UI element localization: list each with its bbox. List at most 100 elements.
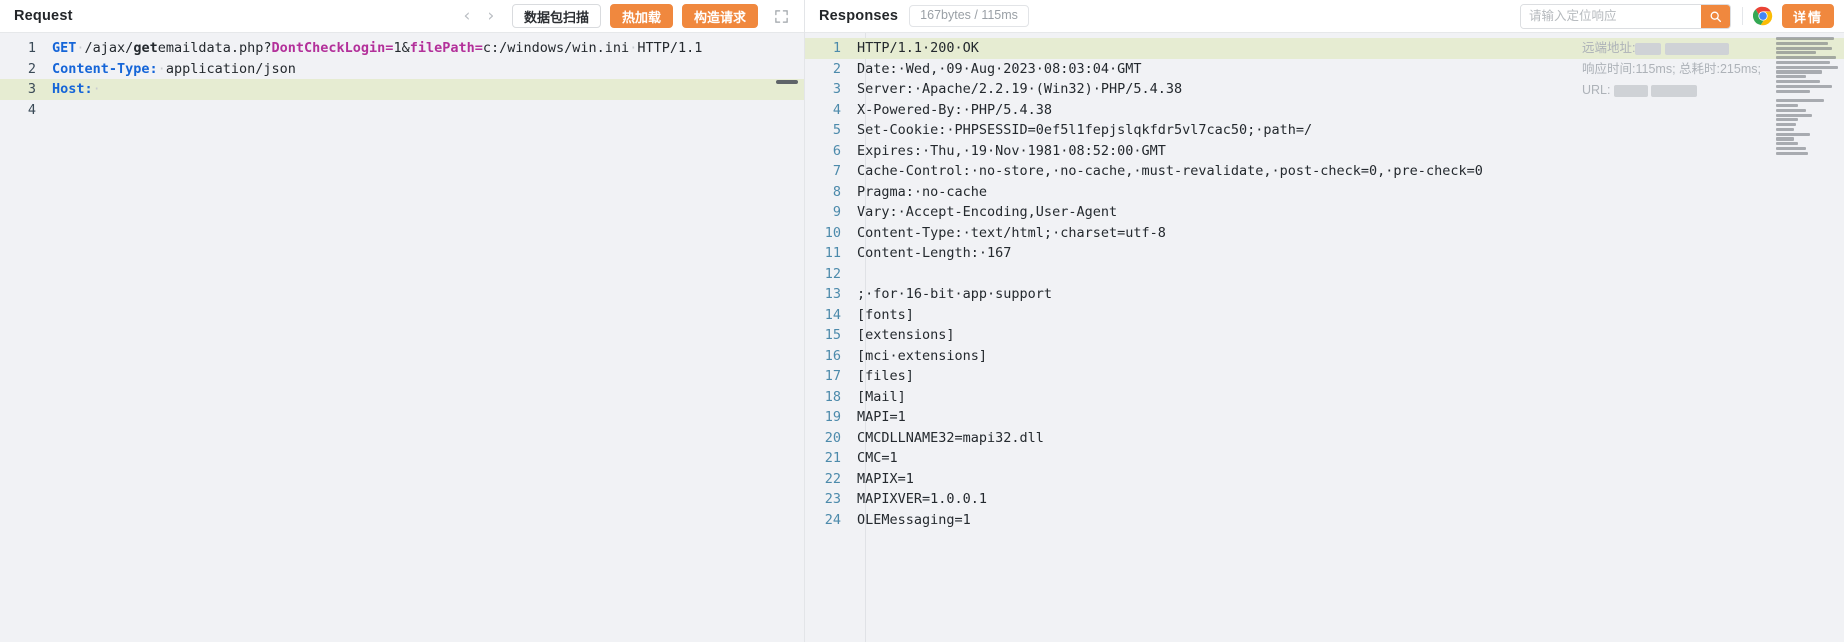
response-size-time-badge: 167bytes / 115ms <box>909 5 1029 27</box>
hot-reload-button[interactable]: 热加载 <box>609 4 673 28</box>
line-number: 20 <box>824 429 841 446</box>
build-request-button[interactable]: 构造请求 <box>681 4 758 28</box>
line-number: 8 <box>832 183 841 200</box>
detail-button[interactable]: 详情 <box>1781 4 1834 28</box>
response-line: 12 <box>805 264 1844 285</box>
request-panel: Request ‹ › 数据包扫描 热加载 构造请求 1 GET · /ajax/ge… <box>0 0 805 642</box>
line-number: 9 <box>832 204 841 220</box>
response-line: 3 Server:·Apache/2.2.19·(Win32)·PHP/5.4.3… <box>805 79 1844 100</box>
line-number: 4 <box>832 101 841 118</box>
line-number: 22 <box>824 470 841 487</box>
line-number: 7 <box>832 163 841 179</box>
response-line: 13 ;·for·16-bit·app·support <box>805 284 1844 305</box>
response-line: 9 Vary:·Accept-Encoding,User-Agent <box>805 202 1844 223</box>
response-line: 15[extensions] <box>805 325 1844 346</box>
request-panel-title: Request <box>14 8 73 24</box>
line-text: X-Powered-By:·PHP/5.4.38 <box>857 101 1053 118</box>
line-number: 15 <box>824 327 841 343</box>
line-number: 3 <box>27 81 36 97</box>
code-token: GET <box>52 40 77 56</box>
next-request-button[interactable]: › <box>487 5 495 26</box>
code-token: · <box>92 81 101 97</box>
chrome-icon[interactable] <box>1752 6 1773 26</box>
line-number: 12 <box>824 265 841 282</box>
response-search[interactable] <box>1519 3 1731 29</box>
response-line: 14 [fonts] <box>805 305 1844 326</box>
line-text: ;·for·16-bit·app·support <box>857 286 1053 302</box>
packet-scan-button[interactable]: 数据包扫描 <box>511 4 601 28</box>
line-number: 5 <box>832 122 841 138</box>
line-number: 13 <box>824 286 841 302</box>
response-panel-title: Responses <box>819 8 899 24</box>
line-number: 11 <box>824 245 841 261</box>
line-text: Pragma:·no-cache <box>857 183 988 200</box>
line-text: [files] <box>857 368 914 384</box>
line-text: Expires:·Thu,·19·Nov·1981·08:52:00·GMT <box>857 142 1166 159</box>
prev-request-button[interactable]: ‹ <box>463 5 471 26</box>
line-number: 21 <box>824 450 841 466</box>
line-number: 6 <box>832 142 841 159</box>
line-number: 14 <box>824 306 841 323</box>
response-line: 16[mci·extensions] <box>805 346 1844 367</box>
request-line: 3 Host:· <box>0 79 804 100</box>
line-text: [Mail] <box>857 388 906 405</box>
line-text: Set-Cookie:·PHPSESSID=0ef5l1fepjslqkfdr5… <box>857 122 1313 138</box>
line-text: Content-Type:·application/json <box>52 59 804 80</box>
line-text: [fonts] <box>857 306 914 323</box>
line-text: CMCDLLNAME32=mapi32.dll <box>857 429 1044 446</box>
line-number: 3 <box>832 81 841 97</box>
expand-icon[interactable] <box>768 4 794 28</box>
line-text: Content-Type:·text/html;·charset=utf-8 <box>857 224 1166 241</box>
line-number: 1 <box>27 40 36 56</box>
response-toolbar: Responses 167bytes / 115ms <box>805 0 1844 33</box>
code-token: get <box>133 40 158 56</box>
gutter-divider <box>865 33 866 642</box>
response-line: 1 HTTP/1.1·200·OK <box>805 38 1844 59</box>
line-number: 2 <box>27 60 36 77</box>
code-token: filePath <box>409 40 475 56</box>
code-token: · <box>629 40 638 56</box>
line-text: Vary:·Accept-Encoding,User-Agent <box>857 204 1118 220</box>
response-line: 4 X-Powered-By:·PHP/5.4.38 <box>805 100 1844 121</box>
line-text: Host:· <box>52 79 804 100</box>
line-number: 19 <box>824 409 841 425</box>
line-text: Date:·Wed,·09·Aug·2023·08:03:04·GMT <box>857 60 1142 77</box>
search-input[interactable] <box>1520 4 1701 28</box>
response-line: 22 MAPIX=1 <box>805 469 1844 490</box>
response-line: 10 Content-Type:·text/html;·charset=utf-8 <box>805 223 1844 244</box>
line-text: GET·/ajax/getemaildata.php?DontCheckLogi… <box>52 38 804 59</box>
code-token: 1& <box>393 40 410 56</box>
request-toolbar: Request ‹ › 数据包扫描 热加载 构造请求 <box>0 0 804 33</box>
response-line: 6 Expires:·Thu,·19·Nov·1981·08:52:00·GMT <box>805 141 1844 162</box>
code-token: HTTP/1.1 <box>637 40 703 56</box>
code-token: c:/windows/win.ini <box>482 40 630 56</box>
line-number: 24 <box>824 511 841 528</box>
line-number: 23 <box>824 491 841 507</box>
line-number: 17 <box>824 368 841 384</box>
line-number: 18 <box>824 388 841 405</box>
line-text: Server:·Apache/2.2.19·(Win32)·PHP/5.4.38 <box>857 81 1183 97</box>
line-text: [mci·extensions] <box>857 347 988 364</box>
code-token: Host: <box>52 81 93 97</box>
search-icon[interactable] <box>1700 4 1730 28</box>
code-token: /ajax/ <box>84 40 134 56</box>
request-horizontal-scrollbar[interactable] <box>776 80 798 84</box>
code-token: DontCheckLogin <box>271 40 386 56</box>
response-line: 17 [files] <box>805 366 1844 387</box>
line-number: 4 <box>27 101 36 118</box>
line-text: HTTP/1.1·200·OK <box>857 40 979 56</box>
line-number: 1 <box>832 40 841 56</box>
line-number: 10 <box>824 224 841 241</box>
line-text: MAPIX=1 <box>857 470 914 487</box>
code-token: application/json <box>165 60 296 77</box>
line-text: Cache-Control:·no-store,·no-cache,·must-… <box>857 163 1483 179</box>
